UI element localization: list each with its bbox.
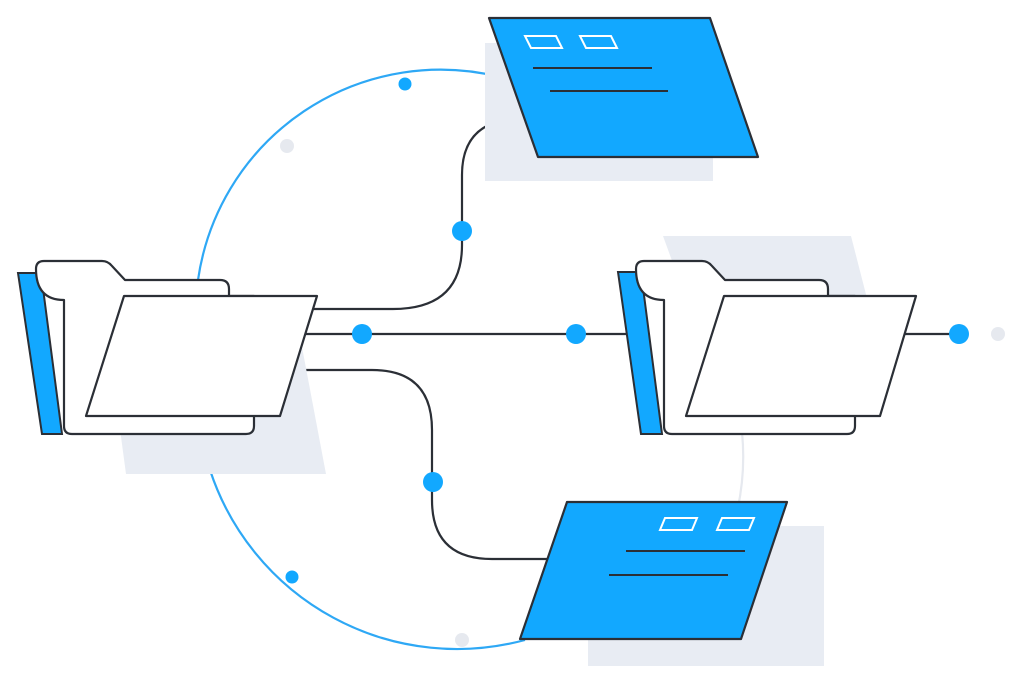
folder-left-accent [16,272,64,435]
ring-arc-top [196,68,501,281]
document-card-top [485,16,760,181]
document-card-icon [518,500,789,641]
folder-left [16,259,326,474]
connector-to-bottom-document [288,368,554,561]
ring-arc-bottom [208,469,526,651]
connector-node-icon [452,221,472,241]
ring-node-top-blue [398,77,412,91]
folder-right-front [684,294,918,418]
document-card-icon [487,16,760,159]
connector-node-icon [949,324,969,344]
ring-node-top-gray [280,139,294,153]
window-control-icon [523,35,564,49]
window-control-icon [658,517,699,531]
connector-node-icon [352,324,372,344]
window-control-icon [578,35,619,49]
connector-node-icon [423,472,443,492]
window-control-icon [715,517,756,531]
connector-node-icon [566,324,586,344]
ring-node-bottom-blue [285,570,299,584]
ring-node-bottom-gray [455,633,469,647]
connector-node-icon-gray [991,327,1005,341]
folder-right [616,236,918,436]
folder-right-accent [616,271,664,435]
folder-left-front [84,294,319,418]
document-card-bottom [518,500,824,666]
connector-nodes [352,221,1005,492]
